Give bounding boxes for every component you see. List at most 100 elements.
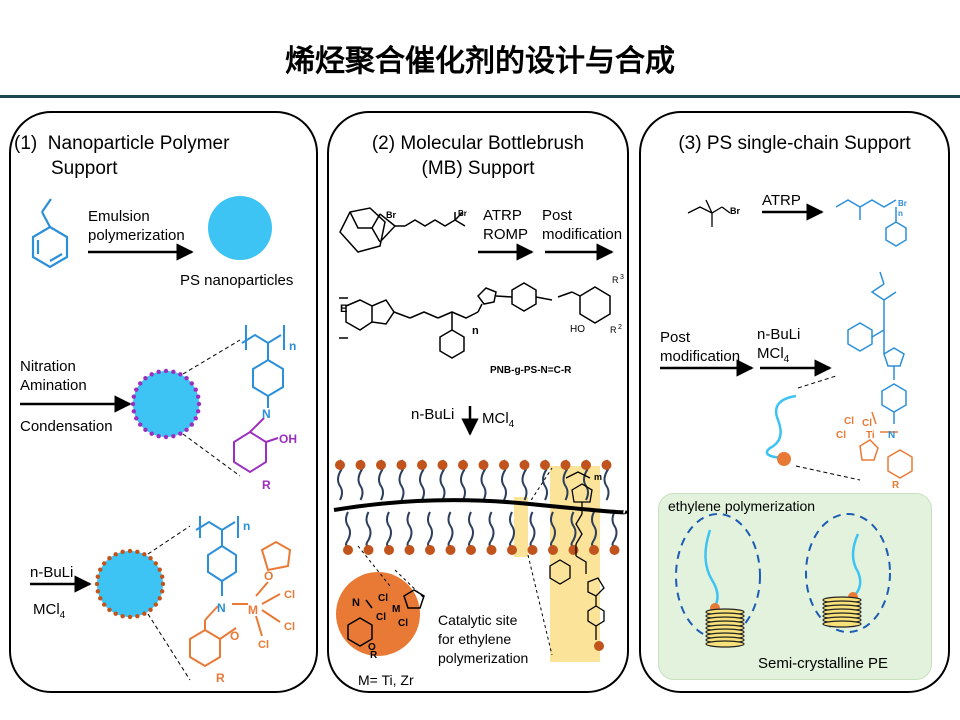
panel2-heading: (2) Molecular Bottlebrush (MB) Support [371,133,585,179]
brush-end-bottom [589,545,599,555]
emulsion-label: Emulsion polymerization [88,208,185,244]
brush-chain-bottom [488,511,495,547]
brush-end-bottom [363,545,374,555]
pe-crystal-right [822,596,862,628]
brush-chain-bottom [406,511,413,547]
panel-bottlebrush [327,111,629,693]
norbornene-monomer [339,207,466,253]
pe-lamella [705,640,745,648]
svg-text:Cl: Cl [284,589,295,601]
title-divider [0,95,960,98]
svg-text:N: N [888,430,895,441]
surface-dot [130,401,136,407]
brush-end-bottom [466,545,476,555]
surface-dot [134,416,139,421]
brush-chain-bottom [591,511,597,547]
svg-text:Cl: Cl [836,430,846,441]
surface-dot [131,394,137,399]
pnb-g-ps-structure [339,282,581,359]
surface-dot [157,567,162,572]
side-chain-structure [549,471,605,640]
metal-complex-structure [189,516,292,668]
surface-dot [113,611,118,616]
svg-text:Cl: Cl [398,618,408,629]
nbuli-mcl4-label-3: n-BuLi MCl4 [757,326,801,365]
surface-dot [143,375,148,381]
surface-dot [195,409,201,414]
brush-end-bottom [568,545,579,555]
ti-complex [859,411,913,479]
nbuli-label-2: n-BuLi [411,406,455,423]
surface-dot [137,381,143,386]
ellipse-right [805,513,891,633]
surface-dot [189,422,195,427]
svg-text:Cl: Cl [376,612,386,623]
chain-right [851,533,862,597]
semi-crystalline-label: Semi-crystalline PE [758,655,889,672]
svg-text:Br: Br [730,206,740,216]
surface-dot [189,381,195,386]
brush-chain-bottom [611,511,618,547]
surface-dot [156,369,161,375]
surface-dot [134,387,139,392]
atrp-romp-label: ATRP ROMP [483,207,528,243]
svg-text:m: m [594,472,602,482]
brush-chain-bottom [468,511,474,547]
single-chain-catalyst-structure [847,271,907,424]
surface-dot [148,607,153,613]
styrene-molecule [31,198,69,269]
brush-chain-bottom [386,511,392,547]
surface-dot [127,548,133,554]
page-title: 烯烃聚合催化剂的设计与合成 [285,44,675,79]
brush-chain-bottom [365,511,372,547]
atrp-label: ATRP [762,192,801,209]
brush-end-bottom [404,545,415,555]
metal-label: M= Ti, Zr [358,672,414,688]
panel-single-chain [639,111,950,693]
brush-end-top [601,460,612,470]
svg-text:O: O [264,569,273,583]
panel-nanoparticle [9,111,318,693]
surface-dot [120,613,125,619]
svg-text:n: n [289,339,296,353]
svg-text:2: 2 [618,324,622,331]
svg-text:E: E [340,303,347,315]
brush-end-bottom [343,545,353,555]
svg-text:R: R [612,275,619,285]
svg-text:Cl: Cl [284,621,295,633]
svg-text:M: M [392,604,400,615]
brush-end-top [417,460,427,470]
nbuli-label-1: n-BuLi [30,564,74,581]
surface-dot [149,372,154,377]
ellipse-left [675,513,761,639]
salicylimine-structure [233,325,285,474]
svg-text:R: R [370,650,378,661]
brush-end-bottom [507,545,517,555]
pe-crystal-left [705,608,745,648]
side-chain-catalyst-dot [594,641,604,651]
catalytic-site-structure [347,589,425,647]
panel1-heading: (1) Nanoparticle Polymer Support [14,133,230,179]
single-chain-catalyst [777,452,791,466]
surface-dot [95,589,101,594]
svg-text:O: O [368,642,376,653]
catalyst-nanoparticle [97,551,163,617]
surface-dot [107,607,112,613]
nitration-amination-label: Nitration Amination [20,358,87,394]
surface-dot [163,434,169,440]
surface-dot [184,375,189,381]
surface-dot [101,602,107,607]
svg-text:HO: HO [570,324,585,335]
svg-text:OH: OH [279,432,297,446]
salicylaldehyde-ring [579,286,611,324]
pe-lamella [822,620,862,628]
svg-text:R: R [892,480,900,491]
mcl4-label-1: MCl4 [33,601,66,621]
post-modification-label-2: Post modification [542,207,623,243]
brush-end-top [540,460,550,470]
brush-end-top [376,460,386,470]
surface-dot [193,416,198,421]
surface-dot [98,567,103,572]
catalytic-site-label: Catalytic site for ethylene polymerizati… [438,612,529,666]
